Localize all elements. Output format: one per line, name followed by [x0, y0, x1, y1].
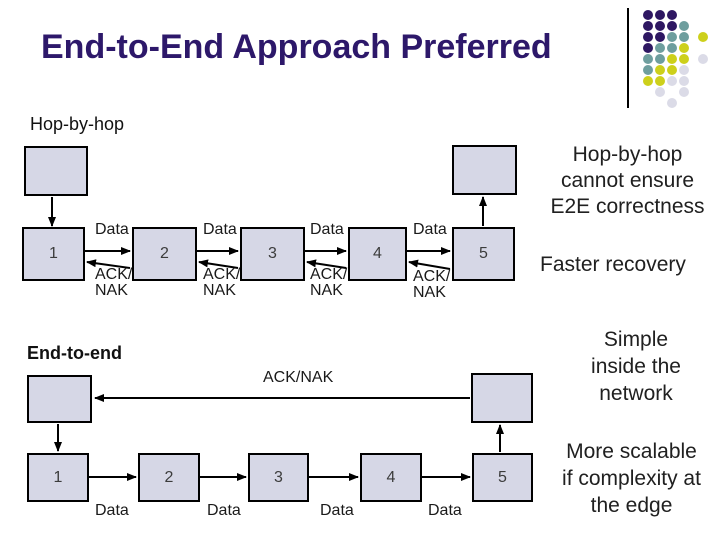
note-line: Hop-by-hop [572, 143, 683, 166]
ornament-dot [655, 43, 665, 53]
e2e-data-label-2: Data [207, 502, 241, 519]
node-number: 1 [53, 468, 63, 486]
node-number: 5 [498, 468, 507, 486]
ornament-dot [667, 21, 677, 31]
ornament-dot [679, 65, 689, 75]
nak-line: NAK [310, 282, 343, 299]
ack-line: ACK/ [95, 266, 133, 283]
nak-line: NAK [413, 284, 446, 301]
ornament-dot [655, 54, 665, 64]
e2e-section-label: End-to-end [27, 343, 122, 363]
ornament-dot [667, 32, 677, 42]
node-number: 2 [160, 245, 169, 262]
note-line: the edge [590, 494, 673, 517]
ornament-dot [698, 32, 708, 42]
hop-endpoint-right [452, 145, 517, 195]
ornament-divider-line [627, 8, 629, 108]
scalable-note: More scalable if complexity at the edge [543, 438, 720, 519]
hop-endpoint-left [24, 146, 88, 196]
simple-note: Simple inside the network [550, 326, 720, 407]
e2e-acknak-label: ACK/NAK [263, 369, 334, 386]
hop-data-label-1: Data [95, 221, 129, 238]
ornament-dot [643, 54, 653, 64]
ack-line: ACK/ [413, 268, 451, 285]
note-line: if complexity at [562, 467, 701, 490]
hop-data-label-3: Data [310, 221, 344, 238]
ornament-dot [679, 32, 689, 42]
ornament-dot [667, 98, 677, 108]
node-number: 1 [49, 245, 58, 262]
e2e-endpoint-left [27, 375, 92, 423]
node-number: 3 [274, 468, 283, 486]
ack-line: ACK/ [310, 266, 348, 283]
hop-acknak-label-4: ACK/ NAK [413, 269, 450, 301]
note-line: More scalable [566, 440, 697, 463]
hop-node-5: 5 [452, 227, 515, 281]
recovery-note: Faster recovery [540, 253, 686, 276]
note-line: cannot ensure [560, 169, 695, 192]
ack-line: ACK/ [203, 266, 241, 283]
node-number: 4 [373, 245, 382, 262]
hop-section-label: Hop-by-hop [30, 114, 125, 134]
node-number: 5 [479, 245, 488, 262]
ornament-dot [643, 43, 653, 53]
note-line: network [599, 382, 673, 405]
hop-acknak-label-3: ACK/ NAK [310, 267, 347, 299]
e2e-data-label-1: Data [95, 502, 129, 519]
dots-ornament [627, 8, 720, 118]
hop-node-3: 3 [240, 227, 305, 281]
ornament-dot [698, 54, 708, 64]
hop-data-label-2: Data [203, 221, 237, 238]
ornament-dot [655, 32, 665, 42]
e2e-node-2: 2 [138, 453, 200, 502]
ornament-dot [667, 54, 677, 64]
ornament-dot [655, 65, 665, 75]
hop-note: Hop-by-hop cannot ensure E2E correctness [535, 142, 720, 220]
hop-node-1: 1 [22, 227, 85, 281]
note-line: E2E correctness [550, 195, 705, 218]
node-number: 3 [268, 245, 277, 262]
e2e-data-label-4: Data [428, 502, 462, 519]
node-number: 2 [164, 468, 174, 486]
ornament-dot [655, 10, 665, 20]
ornament-dot [679, 43, 689, 53]
hop-acknak-label-1: ACK/ NAK [95, 267, 132, 299]
e2e-node-3: 3 [248, 453, 309, 502]
hop-node-2: 2 [132, 227, 197, 281]
ornament-dot [667, 65, 677, 75]
ornament-dot [667, 43, 677, 53]
ornament-dot [667, 10, 677, 20]
e2e-node-5: 5 [472, 453, 533, 502]
ornament-dot [655, 21, 665, 31]
e2e-endpoint-right [471, 373, 533, 423]
e2e-node-4: 4 [360, 453, 422, 502]
ornament-dot-grid [643, 10, 719, 118]
slide-title: End-to-End Approach Preferred [41, 28, 552, 66]
ornament-dot [643, 76, 653, 86]
node-number: 4 [386, 468, 396, 486]
nak-line: NAK [95, 282, 128, 299]
ornament-dot [667, 76, 677, 86]
note-line: Simple [603, 328, 669, 351]
ornament-dot [643, 10, 653, 20]
ornament-dot [679, 76, 689, 86]
ornament-dot [679, 87, 689, 97]
ornament-dot [643, 65, 653, 75]
ornament-dot [655, 87, 665, 97]
nak-line: NAK [203, 282, 236, 299]
hop-data-label-4: Data [413, 221, 447, 238]
e2e-data-label-3: Data [320, 502, 354, 519]
e2e-node-1: 1 [27, 453, 89, 502]
ornament-dot [643, 21, 653, 31]
note-line: inside the [591, 355, 681, 378]
ornament-dot [655, 76, 665, 86]
hop-node-4: 4 [348, 227, 407, 281]
ornament-dot [679, 54, 689, 64]
ornament-dot [679, 21, 689, 31]
ornament-dot [643, 32, 653, 42]
hop-acknak-label-2: ACK/ NAK [203, 267, 240, 299]
